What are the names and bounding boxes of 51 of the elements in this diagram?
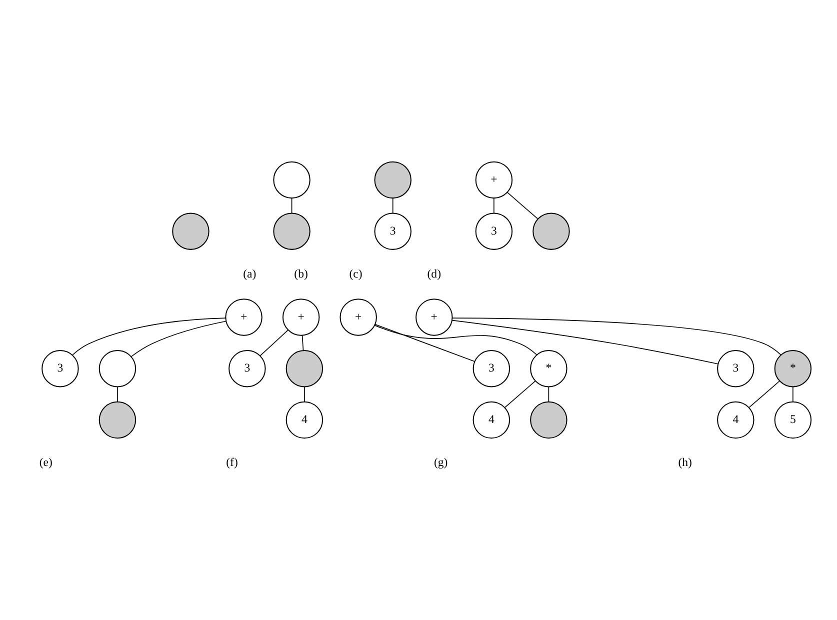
node-circle: [286, 350, 324, 387]
node-circle: 5: [774, 400, 812, 438]
node-circle: [374, 160, 412, 198]
node-circle: 3: [475, 212, 513, 250]
node-circle: 3: [374, 212, 412, 250]
node-circle: 3: [42, 350, 79, 387]
connector: [374, 323, 476, 362]
connector: [72, 317, 226, 355]
node-circle: *: [774, 350, 812, 387]
node-circle: +: [225, 298, 262, 336]
node-circle: +: [282, 298, 320, 336]
node-circle: 4: [286, 400, 324, 438]
label: (h): [678, 454, 692, 469]
connector: [117, 386, 118, 402]
node-circle: [172, 212, 210, 250]
label: (c): [349, 266, 362, 280]
connector: [452, 317, 782, 355]
node-circle: [98, 350, 136, 387]
node-circle: +: [416, 298, 453, 336]
node-circle: 4: [472, 400, 510, 438]
connector: [748, 380, 780, 408]
node-circle: [530, 400, 568, 438]
label: (g): [434, 454, 448, 469]
node-circle: +: [340, 298, 377, 336]
connector: [548, 386, 550, 402]
node-circle: [532, 212, 570, 250]
label: (d): [427, 266, 442, 280]
label: (b): [294, 266, 308, 280]
connector: [130, 320, 226, 357]
node-circle: 3: [717, 350, 754, 387]
connector: [304, 386, 305, 402]
node-circle: 4: [717, 400, 754, 438]
connector: [374, 324, 538, 355]
connector: [291, 197, 292, 213]
connector: [260, 329, 288, 356]
connector: [792, 386, 794, 402]
node-circle: [273, 212, 310, 250]
node-circle: 3: [228, 350, 266, 387]
label: (e): [39, 454, 52, 469]
label: (f): [226, 454, 238, 469]
connector: [452, 319, 718, 364]
node-circle: *: [530, 350, 568, 387]
node-circle: [98, 400, 136, 438]
connector: [506, 191, 538, 219]
node-circle: [273, 160, 310, 198]
node-circle: +: [475, 160, 513, 198]
connector: [504, 380, 536, 408]
label: (a): [243, 266, 256, 280]
connector: [392, 197, 394, 213]
connector: [302, 334, 304, 350]
node-circle: 3: [472, 350, 510, 387]
